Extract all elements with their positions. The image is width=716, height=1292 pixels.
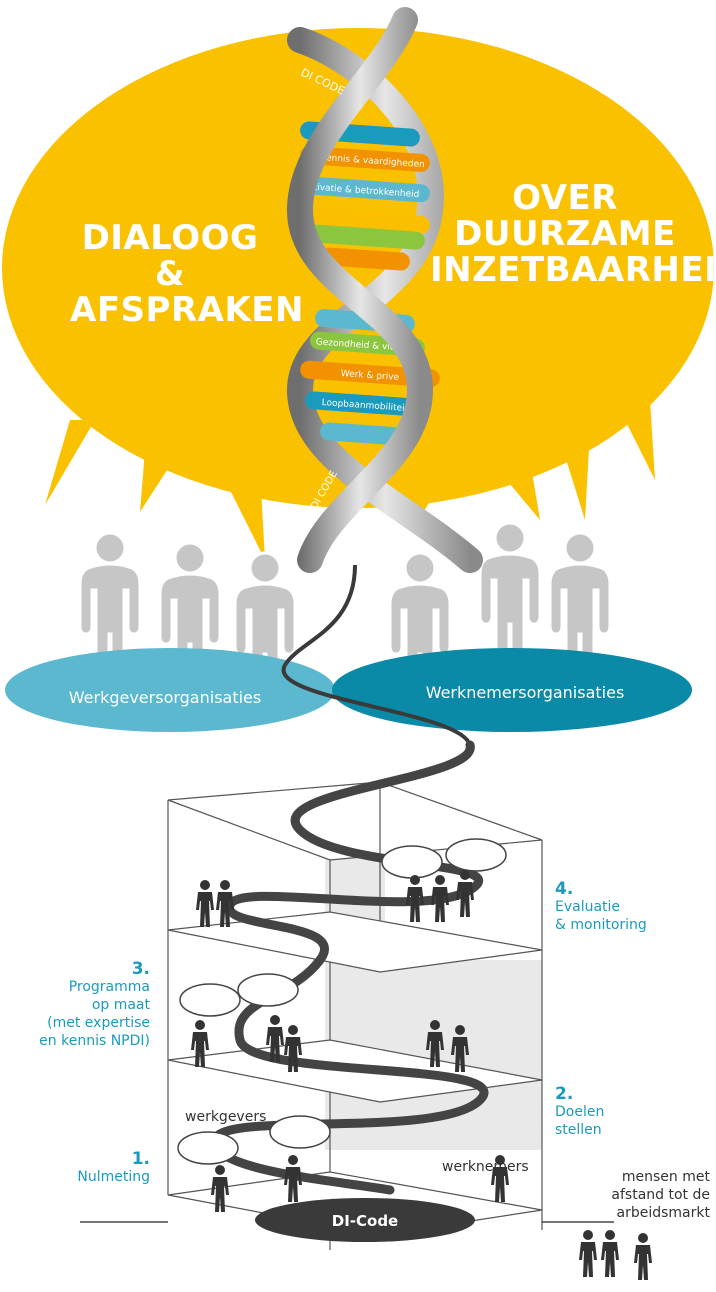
dna-base-bar bbox=[305, 224, 425, 250]
bubble-tail bbox=[620, 400, 655, 480]
step-3: 3. Programma op maat (met expertise en k… bbox=[39, 959, 150, 1049]
outside-text: mensen met afstand tot de arbeidsmarkt bbox=[611, 1169, 710, 1221]
bubble-right-text: OVER DUURZAME INZETBAARHEID bbox=[430, 178, 716, 290]
mini-bubble bbox=[177, 1131, 239, 1165]
bubble-tail bbox=[45, 420, 95, 505]
step-4: 4. Evaluatie & monitoring bbox=[555, 879, 647, 933]
bubble-tail bbox=[220, 470, 265, 560]
dna-ribbon-front bbox=[286, 7, 434, 573]
step-2: 2. Doelen stellen bbox=[555, 1084, 605, 1138]
dna-base-bar bbox=[320, 247, 410, 271]
dna-base-bar bbox=[305, 391, 425, 417]
werknemers-label: Werknemersorganisaties bbox=[426, 683, 625, 702]
werknemers-text: werknemers bbox=[442, 1159, 529, 1175]
mini-bubble bbox=[237, 973, 299, 1007]
step-1: 1. Nulmeting bbox=[77, 1149, 150, 1185]
bubble-left-text: DIALOOG & AFSPRAKEN bbox=[70, 218, 304, 330]
di-code-base bbox=[255, 1198, 475, 1242]
small-bubbles bbox=[177, 838, 507, 1165]
speech-bubble bbox=[2, 28, 714, 560]
mini-bubble bbox=[445, 838, 507, 872]
werknemers-ellipse bbox=[332, 648, 692, 732]
dna-theme-label: Werk & prive bbox=[340, 369, 399, 383]
speech-bubble-shape bbox=[2, 28, 714, 508]
mini-bubble bbox=[179, 983, 241, 1017]
speech-bubble-tails bbox=[45, 400, 655, 560]
werkgevers-ellipse bbox=[5, 648, 335, 732]
werkgevers-text: werkgevers bbox=[185, 1109, 267, 1125]
dna-strand bbox=[281, 564, 472, 746]
dna-base-bar bbox=[300, 360, 440, 388]
mini-bubble bbox=[381, 845, 443, 879]
werkgevers-label: Werkgeversorganisaties bbox=[69, 688, 261, 707]
di-code-label: DI-Code bbox=[332, 1212, 398, 1230]
bubble-tail bbox=[140, 450, 180, 512]
bubble-tail bbox=[560, 430, 590, 520]
mini-bubble bbox=[269, 1115, 331, 1149]
dna-base-bar bbox=[320, 422, 410, 446]
bubble-tail bbox=[490, 460, 540, 520]
dna-base-bar bbox=[300, 146, 430, 172]
dna-base-bar bbox=[290, 175, 430, 203]
